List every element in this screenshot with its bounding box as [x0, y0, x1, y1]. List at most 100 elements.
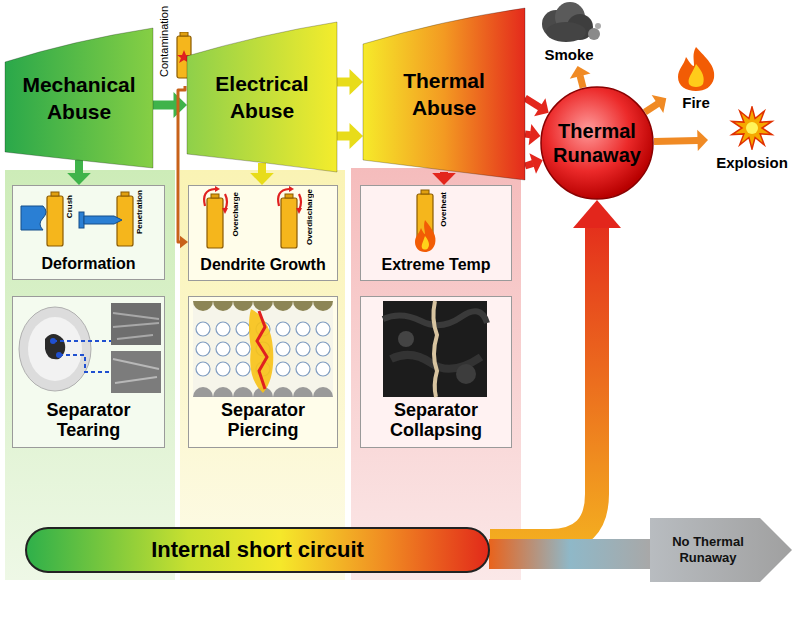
- arrow-head: [67, 173, 91, 185]
- text-block: Fire: [682, 94, 710, 112]
- text-block: Separator Collapsing: [371, 400, 501, 441]
- flow-arrow: [337, 123, 363, 149]
- node-text: Separator Collapsing: [371, 400, 501, 441]
- arrow-head: [652, 95, 667, 113]
- icon-label: Overheat: [440, 192, 448, 227]
- node-text: Electrical Abuse: [200, 70, 325, 125]
- arrow-head: [573, 200, 621, 228]
- node-text: Explosion: [716, 154, 788, 172]
- arrow-head: [180, 236, 188, 249]
- arrow-head: [432, 173, 456, 185]
- arrow-head: [697, 130, 708, 151]
- text-block: Deformation: [41, 255, 135, 273]
- text-block: Separator Piercing: [198, 400, 328, 441]
- flow-arrow: [153, 92, 187, 118]
- flow-arrow: [432, 172, 456, 185]
- text-block: Thermal Runaway: [547, 119, 647, 167]
- runaway-circle: Thermal Runaway: [540, 86, 654, 200]
- tearing-picture: [13, 299, 164, 399]
- arrow-shaft: [525, 131, 531, 139]
- text-block: Mechanical Abuse: [17, 71, 142, 126]
- arrow-shaft: [258, 163, 266, 174]
- arrow-head: [350, 123, 364, 149]
- separator-box: Separator Collapsing: [360, 296, 512, 448]
- flow-arrow: [337, 69, 363, 95]
- arrow-shaft: [337, 78, 350, 87]
- text-block: Extreme Temp: [381, 256, 490, 274]
- text-block: Separator Tearing: [24, 400, 154, 441]
- text-block: Explosion: [716, 154, 788, 172]
- arrow-shaft: [153, 101, 174, 110]
- collapsing-picture: [361, 299, 511, 399]
- separator-box: Separator Piercing: [188, 296, 338, 448]
- text-block: Electrical Abuse: [200, 70, 325, 125]
- arrow-shaft: [178, 86, 185, 242]
- arrow-shaft: [645, 104, 658, 113]
- dendrite-icon: [189, 186, 337, 252]
- arrow-head: [529, 124, 541, 145]
- arrow-shaft: [337, 132, 350, 141]
- flow-arrow: [645, 95, 666, 113]
- node-text: Contamination: [159, 6, 170, 77]
- short-circuit-bar: Internal short circuit: [25, 527, 490, 573]
- fire-icon: Fire: [668, 46, 724, 112]
- node-text: Extreme Temp: [381, 256, 490, 274]
- cloud-icon: [536, 0, 602, 44]
- node-text: Deformation: [41, 255, 135, 273]
- cause-box: Extreme Temp: [360, 185, 512, 281]
- arrow-head: [250, 173, 274, 185]
- abuse-shape: [363, 8, 525, 180]
- text-block: Dendrite Growth: [200, 256, 325, 274]
- yellow-panel: [180, 170, 345, 580]
- text-block: Internal short circuit: [151, 537, 364, 563]
- icon-label: Overdischarge: [306, 189, 314, 245]
- flame-icon: [668, 46, 724, 92]
- icon-label: Penetration: [136, 190, 144, 234]
- flow-arrow: [525, 98, 549, 116]
- arrow-shaft: [525, 163, 533, 166]
- arrow-head: [534, 98, 549, 116]
- flow-arrow: [525, 124, 540, 145]
- flow-arrow: [250, 163, 274, 185]
- star-icon: [710, 106, 794, 150]
- arrow-head: [529, 153, 542, 173]
- separator-box: Separator Tearing: [12, 296, 165, 448]
- node-text: Internal short circuit: [151, 537, 364, 563]
- icon-label: Overcharge: [232, 192, 240, 236]
- circle-shape: [540, 86, 654, 200]
- node-text: Separator Tearing: [24, 400, 154, 441]
- piercing-picture: [189, 299, 337, 399]
- arrow-head: [350, 69, 364, 95]
- abuse-shape: Electrical Abuse: [187, 22, 337, 172]
- node-text: Thermal Abuse: [384, 67, 504, 122]
- flow-arrow: [654, 130, 708, 151]
- text-block: No Thermal Runaway: [656, 534, 760, 565]
- node-text: Thermal Runaway: [547, 119, 647, 167]
- explosion-icon: Explosion: [710, 106, 794, 172]
- abuse-shape: Mechanical Abuse: [5, 28, 153, 168]
- red-panel: [351, 168, 521, 580]
- node-text: Fire: [682, 94, 710, 112]
- node-text: Separator Piercing: [198, 400, 328, 441]
- abuse-shape: Thermal Abuse: [363, 8, 525, 180]
- text-block: Smoke: [544, 46, 593, 64]
- arrow-head: [174, 92, 188, 118]
- icon-label: Crush: [66, 195, 74, 218]
- green-panel: [5, 170, 175, 580]
- text-block: Contamination: [159, 6, 170, 77]
- arrow-shaft: [525, 98, 540, 108]
- flow-arrow: [570, 66, 591, 88]
- node-text: Dendrite Growth: [200, 256, 325, 274]
- overheat-icon: [361, 186, 511, 254]
- arrow-shaft: [489, 539, 651, 569]
- arrow-head: [570, 66, 591, 79]
- arrow-shaft: [75, 160, 83, 174]
- node-text: Smoke: [544, 46, 593, 64]
- outcome-arrow: No Thermal Runaway: [650, 518, 792, 582]
- arrow-shaft: [580, 76, 583, 88]
- text-block: Thermal Abuse: [384, 67, 504, 122]
- flow-arrow: [67, 160, 91, 185]
- abuse-shape: [187, 22, 337, 172]
- flow-arrow: [489, 554, 651, 555]
- arrow-shaft: [654, 140, 698, 141]
